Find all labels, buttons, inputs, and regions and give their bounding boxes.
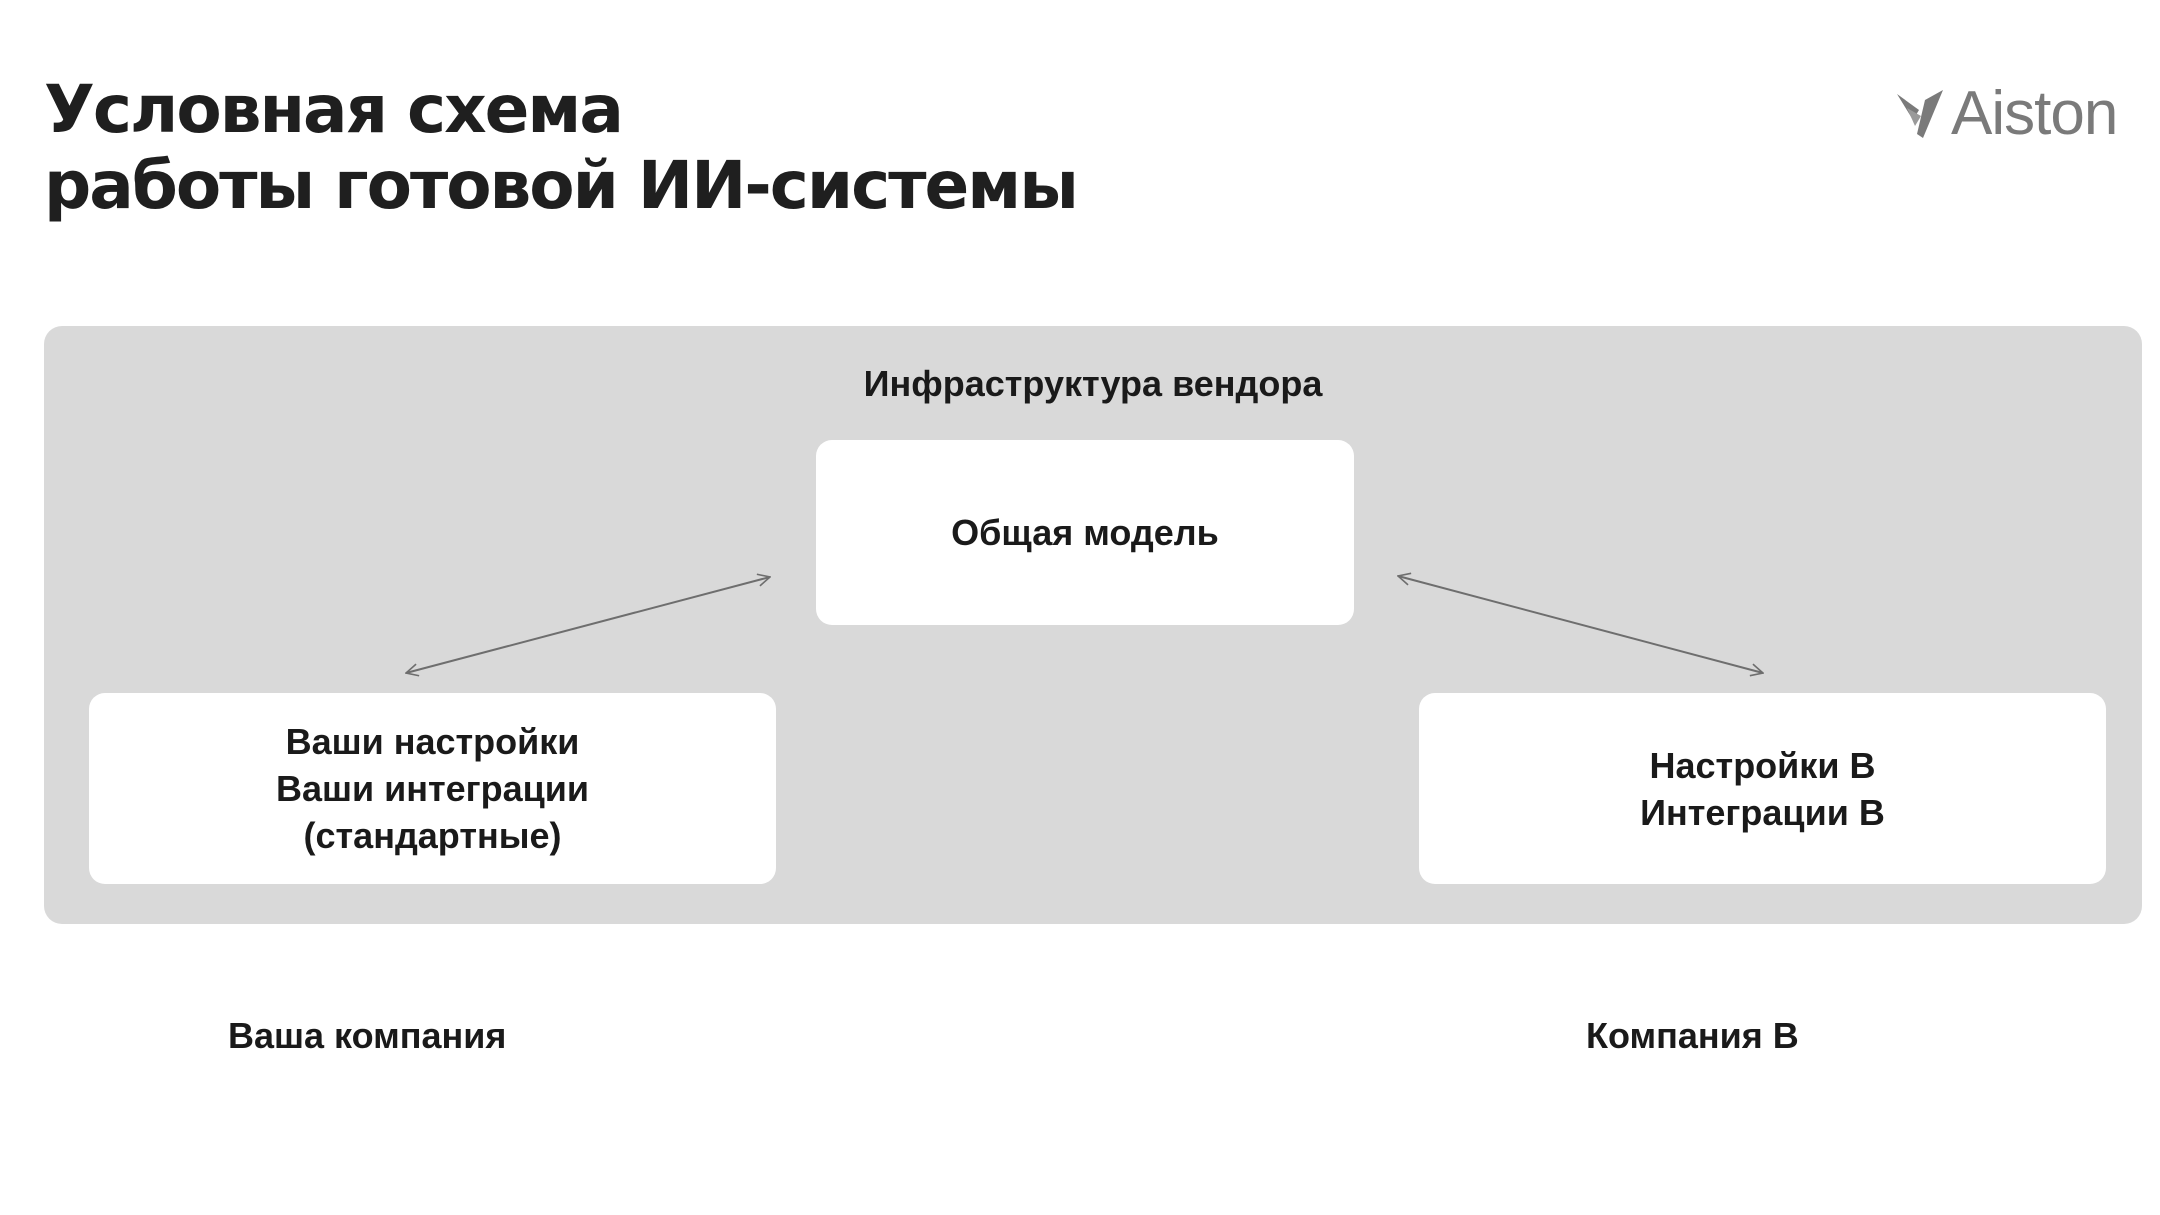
title-line-1: Условная схема	[44, 71, 624, 148]
logo-text: Aiston	[1951, 79, 2118, 148]
your-company-label: Ваша компания	[228, 1015, 507, 1056]
company-b-settings-line-2: Интеграции B	[1640, 791, 1885, 833]
company-b-settings-line-1: Настройки B	[1649, 744, 1876, 786]
arrow-right	[1398, 576, 1763, 673]
your-settings-text: Ваши настройки Ваши интеграции (стандарт…	[276, 718, 589, 859]
bird-icon	[1897, 90, 1943, 138]
your-settings-box: Ваши настройки Ваши интеграции (стандарт…	[89, 693, 776, 884]
company-b-label: Компания B	[1586, 1015, 1799, 1056]
shared-model-box: Общая модель	[816, 440, 1354, 625]
vendor-infrastructure-label: Инфраструктура вендора	[863, 363, 1323, 404]
your-settings-line-1: Ваши настройки	[285, 721, 580, 762]
connection-arrows	[44, 326, 2142, 924]
shared-model-label: Общая модель	[951, 512, 1219, 553]
vendor-infrastructure-panel: Инфраструктура вендора Общая модель Ваши…	[44, 326, 2142, 924]
company-b-settings-box: Настройки B Интеграции B	[1419, 693, 2106, 884]
your-settings-line-3: (стандартные)	[303, 815, 562, 856]
title-line-2: работы готовой ИИ-системы	[44, 147, 1079, 224]
aiston-logo: Aiston	[1895, 82, 2143, 146]
arrow-left	[406, 577, 770, 673]
your-settings-line-2: Ваши интеграции	[275, 768, 590, 809]
slide-title: Условная схема работы готовой ИИ-системы	[44, 71, 1079, 224]
company-b-settings-text: Настройки B Интеграции B	[1640, 742, 1885, 836]
